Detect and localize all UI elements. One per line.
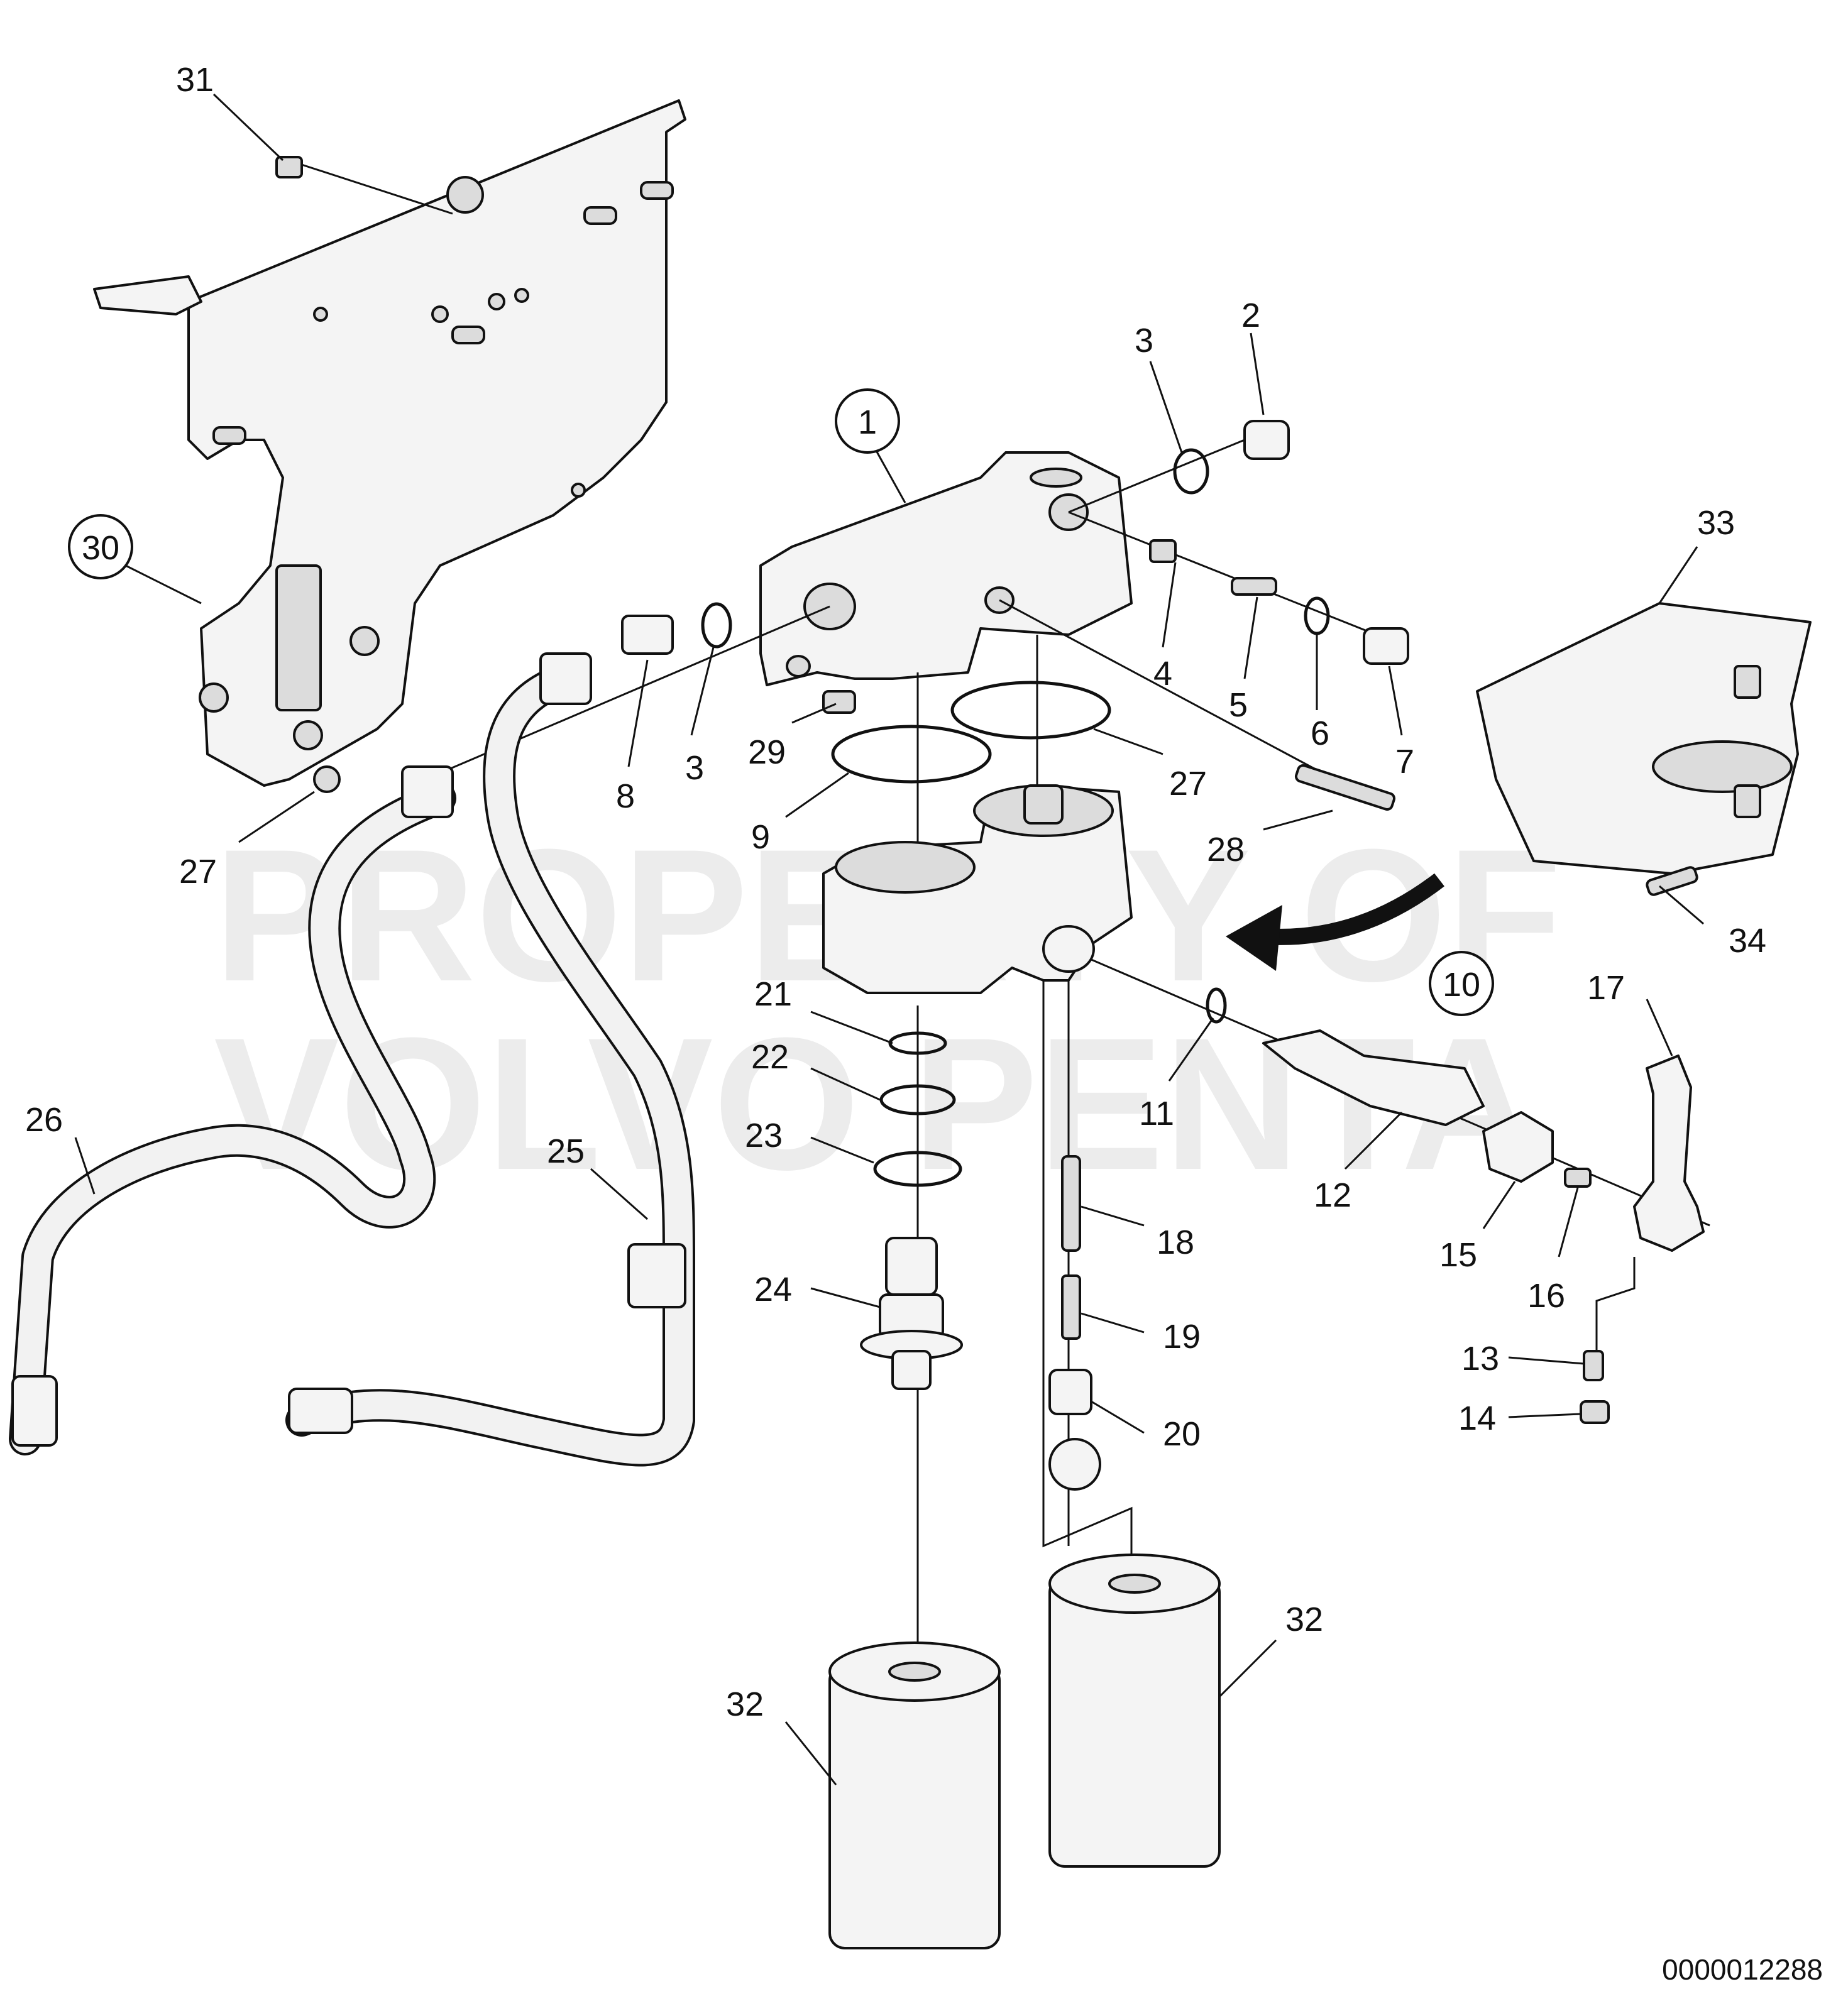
oil-filter-right	[1048, 1553, 1221, 1868]
callout-33: 33	[1697, 504, 1735, 542]
callout-34: 34	[1729, 922, 1766, 960]
callout-17: 17	[1587, 969, 1625, 1007]
callout-21: 21	[754, 975, 792, 1013]
callout-23: 23	[745, 1117, 783, 1154]
callout-27-left: 27	[179, 853, 217, 890]
relief-valve-parts	[1048, 1155, 1101, 1491]
dipstick-parts	[1206, 987, 1705, 1424]
callout-16: 16	[1527, 1277, 1565, 1315]
filter-adapter	[822, 784, 1133, 994]
callout-4: 4	[1153, 655, 1172, 693]
callout-1: 1	[858, 403, 877, 441]
callout-24: 24	[754, 1271, 792, 1308]
bolt-34	[1646, 866, 1698, 896]
callout-32-right: 32	[1285, 1601, 1323, 1638]
callout-7: 7	[1395, 743, 1414, 781]
callout-14: 14	[1458, 1400, 1496, 1437]
leader-lines	[74, 93, 1704, 1785]
callout-9: 9	[751, 818, 770, 856]
sealing-rings-9-27	[831, 681, 1111, 784]
callout-3-bottom: 3	[685, 749, 704, 787]
callout-3-top: 3	[1135, 322, 1153, 359]
callout-31: 31	[176, 61, 214, 99]
bolt-28	[1294, 764, 1396, 811]
mounting-bracket	[93, 99, 686, 793]
clamp-33	[1476, 602, 1812, 875]
oil-hoses	[9, 602, 856, 1467]
valve-parts	[1149, 539, 1409, 665]
direction-arrow	[1226, 873, 1444, 971]
callout-25: 25	[547, 1132, 585, 1170]
oil-filter-left	[828, 1641, 1001, 1949]
callout-22: 22	[751, 1038, 789, 1076]
sealing-ring-3-top	[1173, 448, 1209, 495]
circled-callouts	[68, 388, 1494, 1016]
callout-11: 11	[1139, 1095, 1174, 1132]
valve-24	[860, 1237, 963, 1390]
plug-2	[1243, 420, 1290, 460]
screw-31	[275, 156, 303, 178]
callout-18: 18	[1157, 1224, 1194, 1261]
callout-28: 28	[1207, 831, 1245, 869]
document-number: 0000012288	[1662, 1953, 1823, 1986]
callout-13: 13	[1461, 1340, 1499, 1378]
sealing-rings-21-23	[873, 1031, 962, 1187]
callout-8: 8	[616, 777, 635, 815]
callout-27-right: 27	[1169, 765, 1207, 803]
callout-10: 10	[1443, 966, 1480, 1004]
filter-head	[759, 451, 1133, 686]
callout-19: 19	[1163, 1318, 1201, 1356]
callout-20: 20	[1163, 1415, 1201, 1453]
callout-6: 6	[1311, 715, 1329, 752]
callout-15: 15	[1439, 1236, 1477, 1274]
callout-30: 30	[82, 529, 119, 567]
callout-26: 26	[25, 1101, 63, 1139]
callout-12: 12	[1314, 1176, 1351, 1214]
callout-labels: 1 2 3 3 4 5 6 7 8 9 10 11 12 13 14 15 16…	[25, 61, 1766, 1723]
callout-2: 2	[1241, 297, 1260, 334]
callout-29: 29	[748, 733, 786, 771]
callout-32-left: 32	[726, 1685, 764, 1723]
callout-5: 5	[1229, 686, 1248, 724]
